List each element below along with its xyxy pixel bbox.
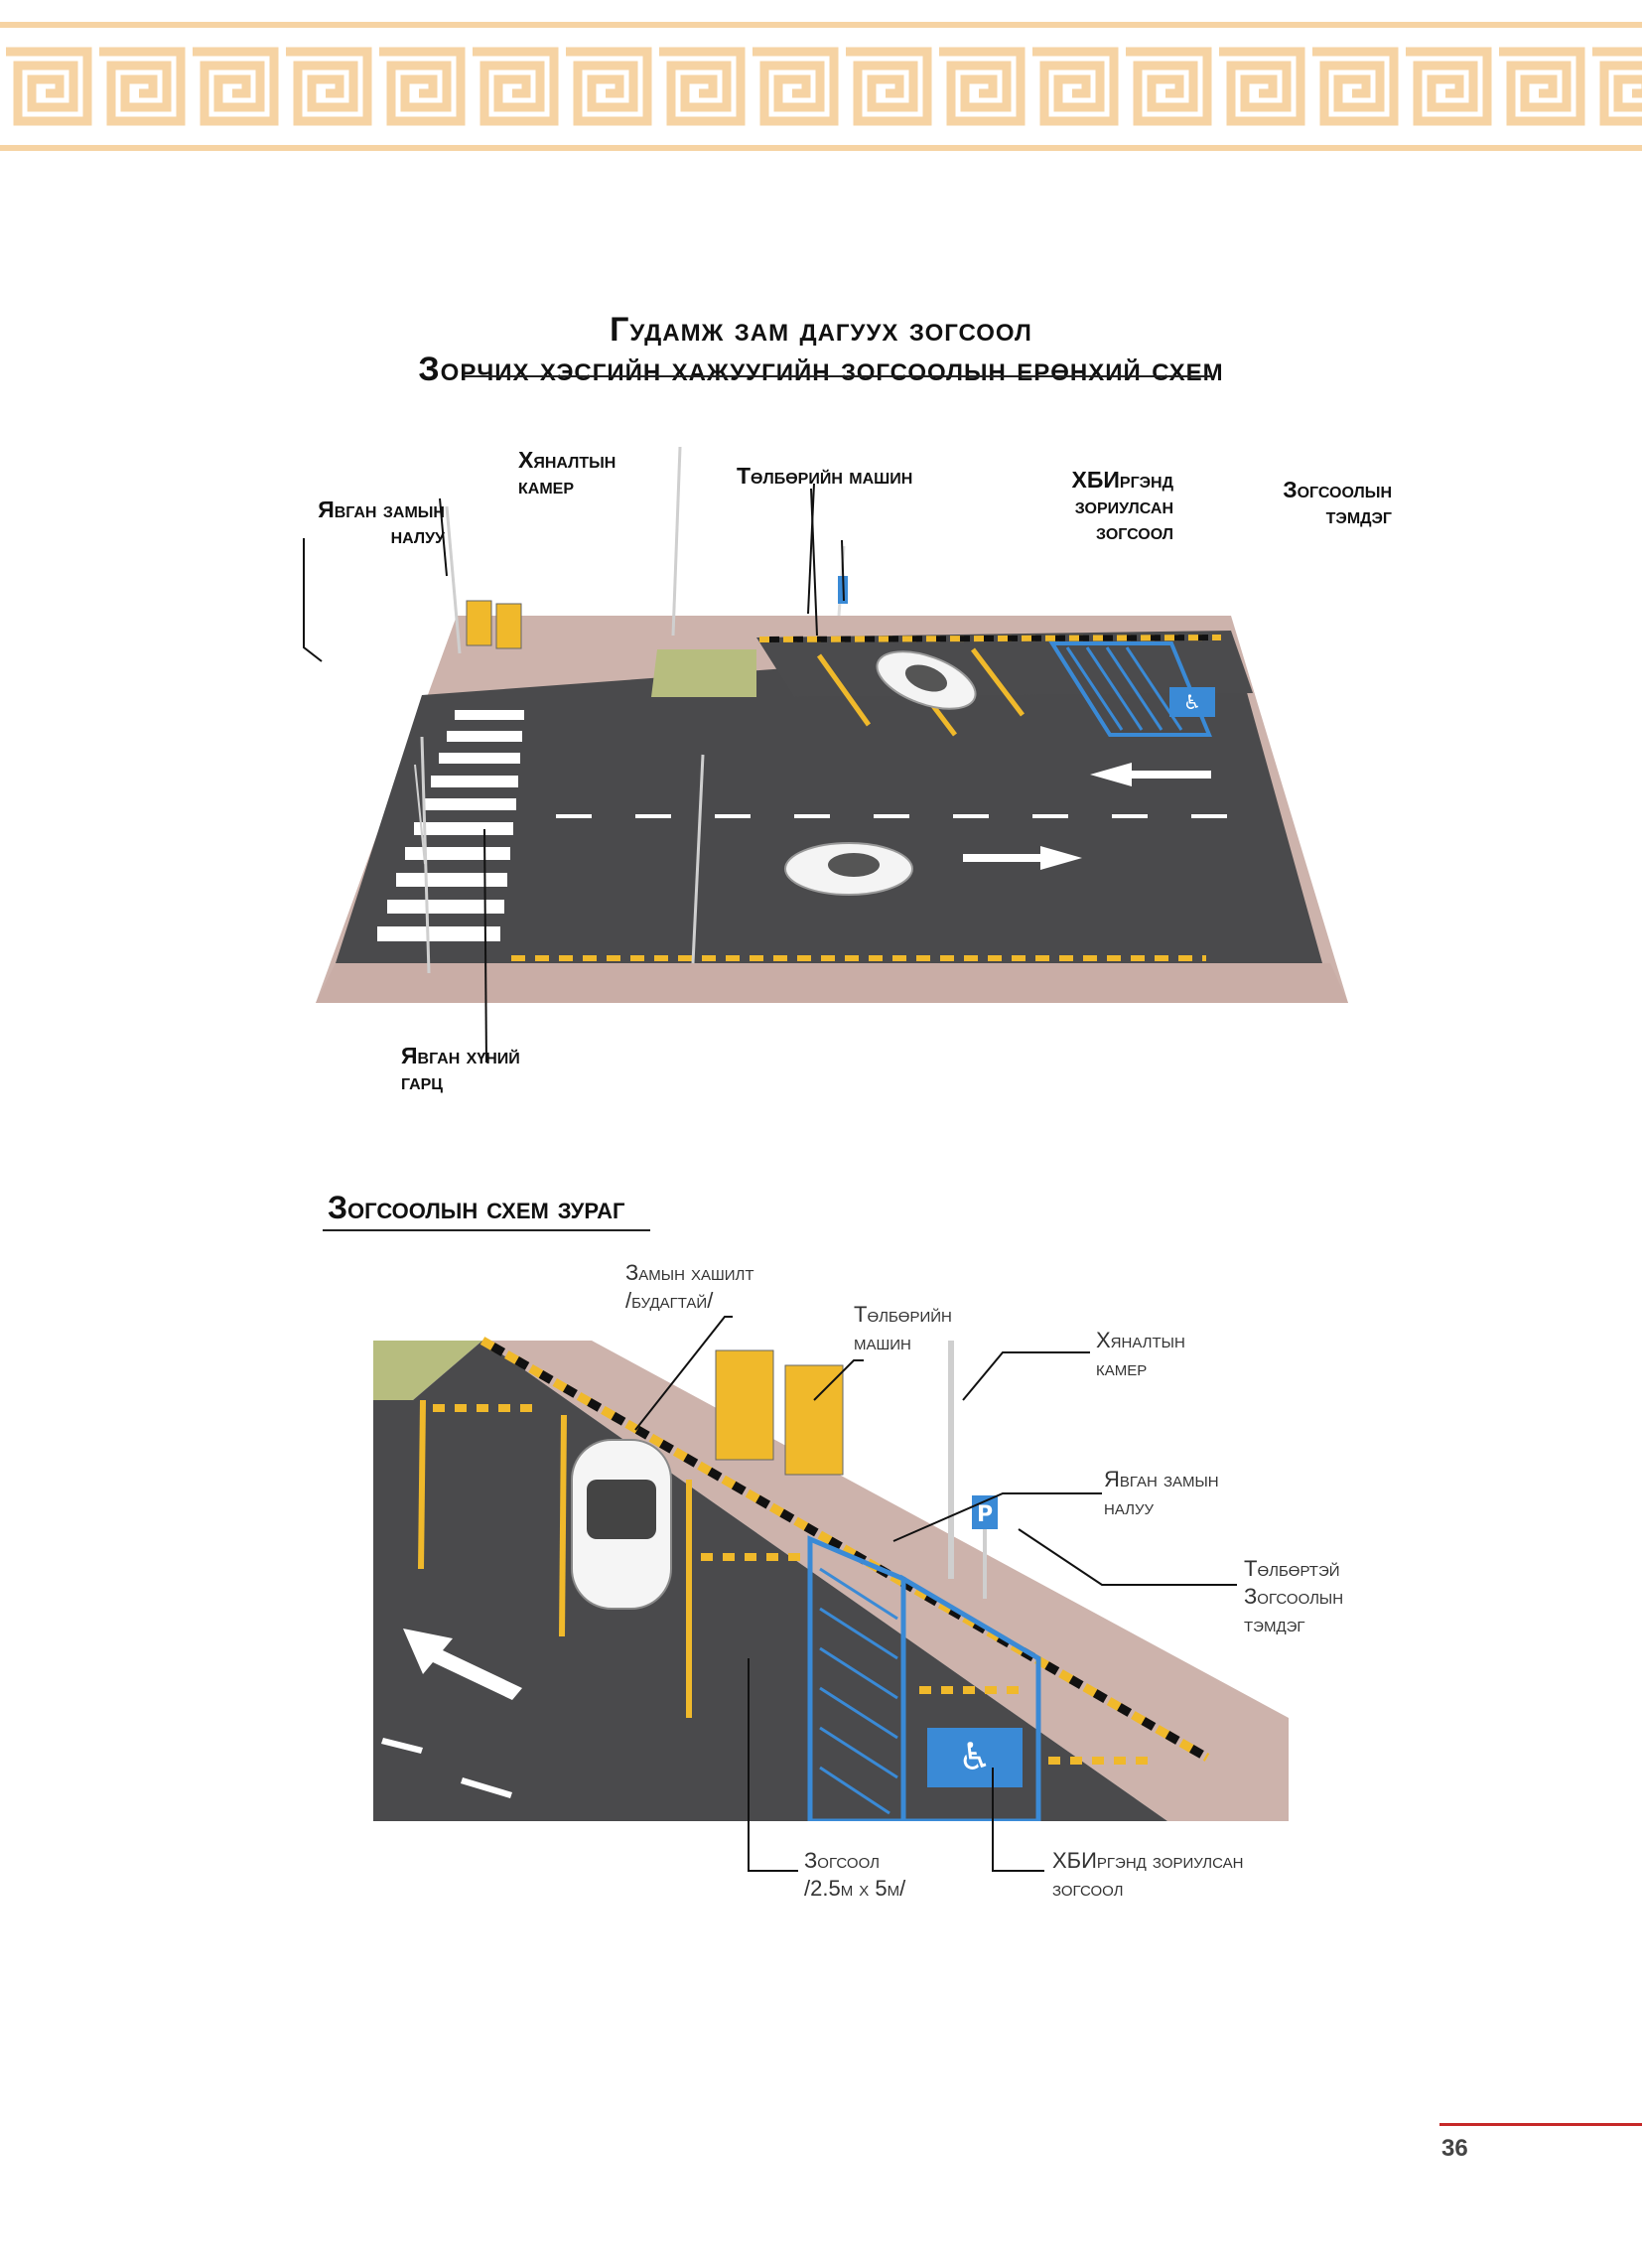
direction-arrow-left xyxy=(1090,763,1211,786)
spot-lines xyxy=(418,1399,692,1718)
wheel-stops xyxy=(433,1404,1158,1765)
label-parking-spot: Зогсоол/2.5м x 5м/ xyxy=(804,1848,906,1901)
hatched-zone xyxy=(807,1535,906,1821)
sidewalk-bottom xyxy=(316,963,1348,1003)
payment-machine xyxy=(495,603,522,649)
asphalt-road xyxy=(336,636,1322,963)
page-number: 36 xyxy=(1441,2135,1468,2162)
label-payment-machine-top: Төлбөрийн машин xyxy=(737,463,913,489)
footer-line xyxy=(1439,2123,1642,2126)
camera-pole xyxy=(445,446,682,654)
car xyxy=(571,1439,672,1610)
leader-lines xyxy=(303,483,845,1063)
title-line-1: Гудамж зам дагуух зогсоол xyxy=(610,311,1032,349)
asphalt-area xyxy=(373,1341,1167,1821)
payment-machine xyxy=(784,1364,844,1476)
car-parked xyxy=(876,650,977,710)
grass-patch xyxy=(651,649,756,697)
label-painted-curb: Замын хашилт/будагтай/ xyxy=(625,1260,754,1313)
road-arrow xyxy=(403,1629,522,1700)
disabled-symbol xyxy=(927,1728,1023,1787)
payment-machine xyxy=(715,1349,774,1461)
spot-line xyxy=(816,653,872,727)
svg-text:♿: ♿ xyxy=(958,1735,992,1778)
page-title: Гудамж зам дагуух зогсоол Зорчих хэсгийн… xyxy=(0,310,1642,389)
lane-dashes xyxy=(381,1738,512,1798)
car-moving xyxy=(784,842,913,896)
greek-key-border xyxy=(0,22,1642,151)
spot-line xyxy=(971,647,1025,717)
svg-text:♿: ♿ xyxy=(1183,690,1201,714)
section2-underline xyxy=(323,1229,650,1231)
bay-edge xyxy=(758,635,1222,642)
painted-curb xyxy=(479,1337,1210,1762)
disabled-symbol xyxy=(1169,687,1215,717)
section2-title: Зогсоолын схем зураг xyxy=(328,1190,625,1225)
direction-arrow-right xyxy=(963,846,1082,870)
grass-strip xyxy=(373,1341,482,1400)
disabled-hatched-area: ♿ xyxy=(1048,641,1215,737)
title-line-2: Зорчих хэсгийн хажуугийн зогсоолын ерөнх… xyxy=(418,351,1224,388)
disabled-spot xyxy=(900,1574,1041,1821)
light-pole xyxy=(414,736,705,974)
street-parking-diagram: ♿ xyxy=(303,446,1348,1063)
parking-scheme-diagram: ♿ P xyxy=(373,1337,1289,1821)
payment-machine xyxy=(466,600,492,646)
svg-text:P: P xyxy=(977,1502,993,1527)
lane-dashes xyxy=(556,814,1227,818)
title-underline xyxy=(465,375,1211,377)
